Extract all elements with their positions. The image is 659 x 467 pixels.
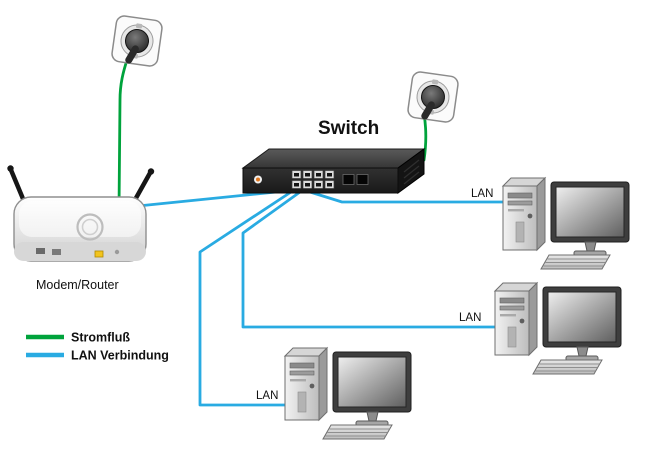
lan-label-2: LAN	[459, 312, 481, 324]
switch-device	[241, 148, 426, 194]
legend-lan-label: LAN Verbindung	[71, 349, 169, 363]
computer-1	[502, 177, 630, 270]
lan-cable-switch-to-pc3	[198, 190, 298, 407]
modem-front	[14, 242, 146, 261]
switch-label: Switch	[318, 118, 379, 139]
lan-label-1: LAN	[471, 188, 493, 200]
modem-router-label: Modem/Router	[36, 278, 119, 292]
legend-power-label: Stromfluß	[71, 331, 130, 345]
modem-router-device	[7, 165, 155, 262]
lan-label-3: LAN	[256, 390, 278, 402]
switch-top	[241, 148, 426, 169]
lan-cable-switch-to-pc1	[308, 190, 514, 204]
lan-cable-switch-to-pc2	[241, 190, 507, 329]
power-outlet-left	[111, 15, 163, 67]
power-cable-outlet-to-modem	[117, 55, 130, 212]
legend: Stromfluß LAN Verbindung	[26, 331, 169, 363]
computer-3	[284, 347, 412, 440]
modem-ring	[76, 213, 104, 241]
power-outlet-right	[407, 71, 459, 123]
computer-2	[494, 282, 622, 375]
modem-lan-port	[94, 250, 104, 258]
switch-ports	[291, 170, 369, 189]
